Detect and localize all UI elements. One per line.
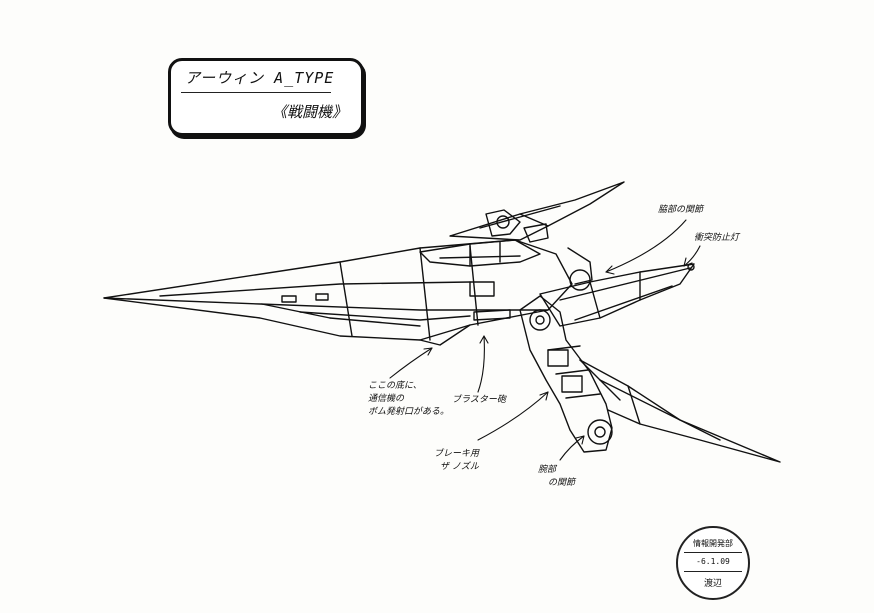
annotation-bottom-line-2: 通信機の xyxy=(368,394,405,404)
annotation-bottom-line-3: ボム発射口がある。 xyxy=(368,407,450,417)
stamp-signature: 渡辺 xyxy=(703,579,722,589)
right-wing xyxy=(539,263,695,327)
annotation-bottom-line-1: ここの底に、 xyxy=(368,381,422,391)
title-box: アーウィン A_TYPE 《戦闘機》 xyxy=(168,58,364,136)
upper-wing xyxy=(449,181,625,291)
annotation-brake: ブレーキ用 ザ ノズル xyxy=(434,448,479,474)
stamp-rule-top xyxy=(684,552,742,553)
annotation-brake-line-2: ザ ノズル xyxy=(440,462,479,472)
stamp-rule-bottom xyxy=(684,571,742,572)
title-subtitle: 《戦闘機》 xyxy=(271,103,347,121)
annotation-bottom: ここの底に、 通信機の ボム発射口がある。 xyxy=(368,380,449,419)
fuselage xyxy=(103,239,573,346)
annotation-arm-line-1: 腕部 xyxy=(538,465,557,475)
annotation-joint-top: 脇部の関節 xyxy=(658,205,704,215)
annotation-blaster: ブラスター砲 xyxy=(452,395,506,405)
title-underline xyxy=(181,92,331,93)
approval-stamp: 情報開発部 -6.1.09 渡辺 xyxy=(676,526,750,600)
arm-joint xyxy=(519,295,613,453)
leader-lines xyxy=(389,219,701,461)
stamp-department: 情報開発部 xyxy=(693,539,733,548)
stamp-date: -6.1.09 xyxy=(696,557,730,566)
annotation-brake-line-1: ブレーキ用 xyxy=(434,449,480,459)
annotation-arm-line-2: の関節 xyxy=(548,478,576,488)
title-main: アーウィン A_TYPE xyxy=(185,69,335,87)
annotation-wing-tip: 衝突防止灯 xyxy=(694,233,740,243)
annotation-arm: 腕部 の関節 xyxy=(538,464,575,490)
lower-wing xyxy=(579,359,781,463)
